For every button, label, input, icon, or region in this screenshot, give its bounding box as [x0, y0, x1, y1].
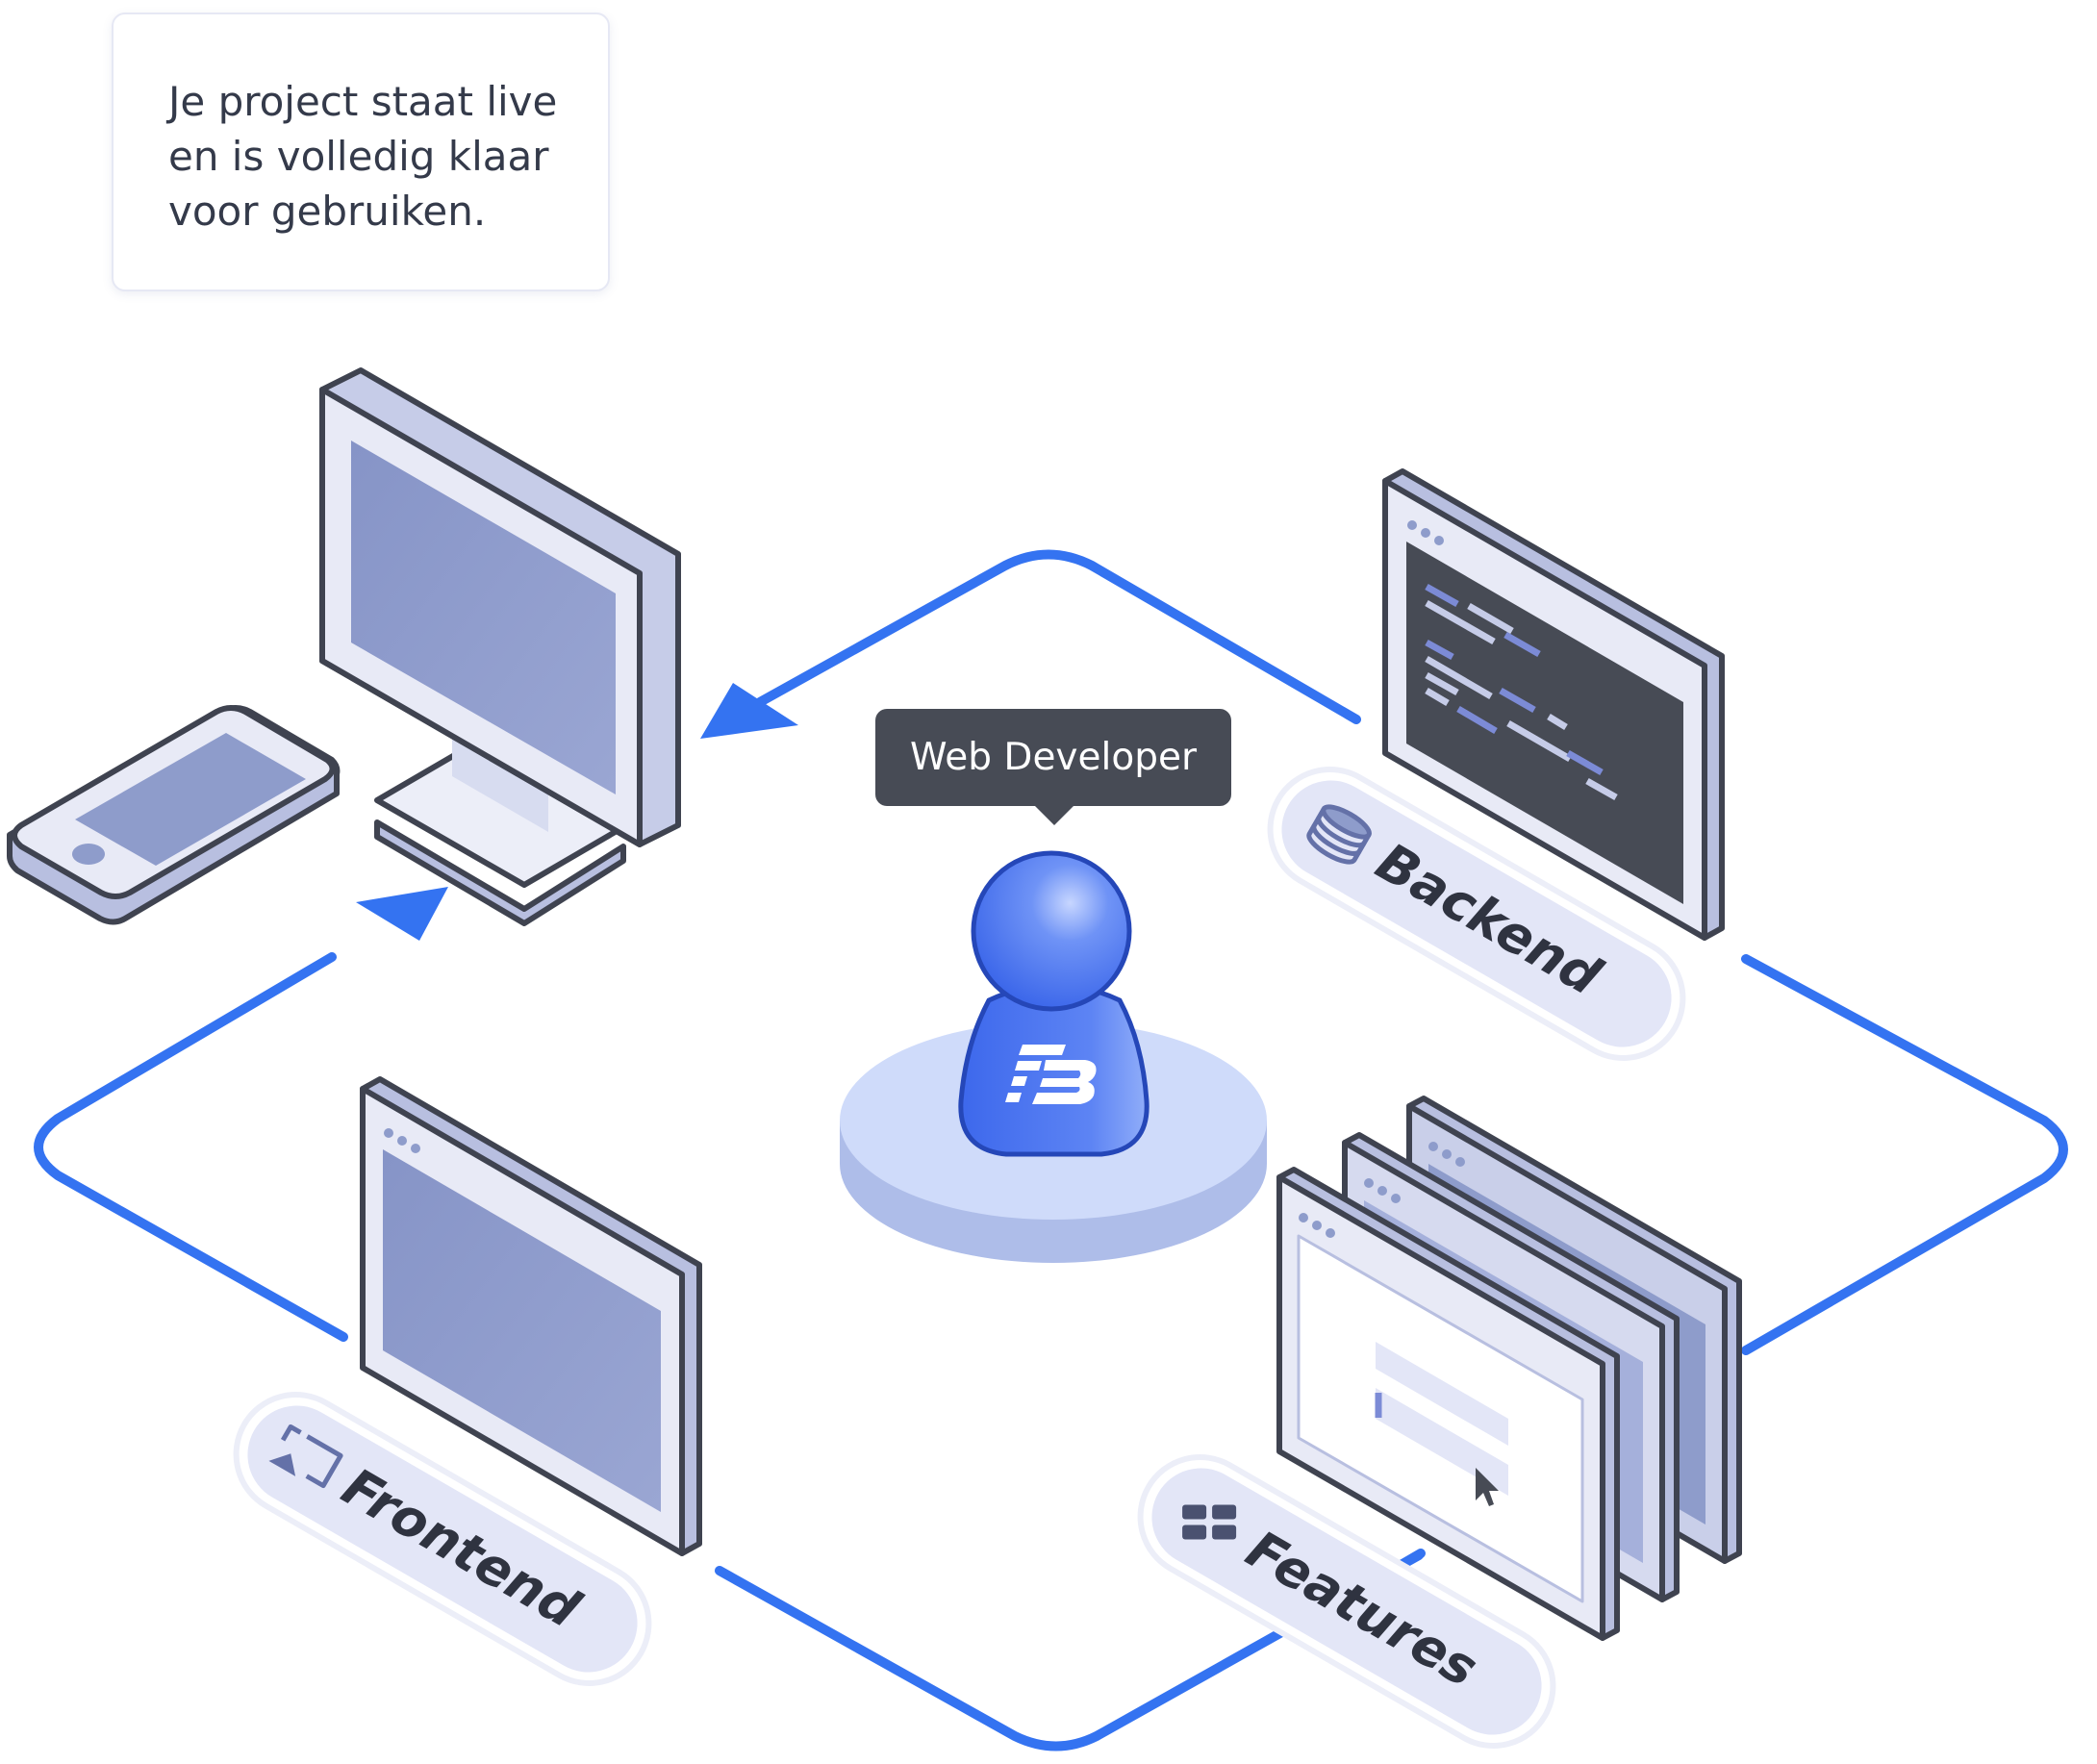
monitor-base-side: [374, 819, 626, 926]
flow-line-right: [1741, 954, 2068, 1355]
info-card: Je project staat live en is volledig kla…: [112, 13, 610, 291]
window-dots: [384, 1128, 420, 1153]
arrow-head-from-frontend: [356, 887, 448, 941]
form-field-1: [1376, 1342, 1508, 1446]
info-card-line: en is volledig klaar: [168, 133, 549, 180]
window-dots: [1407, 520, 1444, 545]
mouse-pointer-icon: [1476, 1468, 1499, 1506]
monitor-screen: [351, 441, 616, 794]
backend-window: [1382, 468, 1725, 941]
desktop-computer: [319, 367, 681, 926]
avatar-head: [971, 850, 1132, 1012]
feature-window-front: [1276, 1167, 1620, 1641]
grid-icon: [1182, 1504, 1237, 1540]
mobile-phone: [7, 705, 341, 925]
info-card-line: Je project staat live: [168, 78, 558, 125]
web-developer-avatar: [840, 850, 1267, 1263]
flow-line-bottom-right: [715, 1550, 1424, 1751]
fb-logo: [1005, 1045, 1097, 1104]
code-lines: [1425, 583, 1618, 801]
frontend-window: [360, 1076, 702, 1556]
phone-home-button: [72, 844, 105, 865]
flow-lines: [34, 549, 2068, 1751]
screen-cast-icon: [268, 1424, 343, 1489]
arrow-head-to-desktop: [700, 683, 798, 739]
database-icon: [1306, 804, 1372, 865]
frontend-screen: [383, 1149, 661, 1512]
info-card-line: voor gebruiken.: [168, 188, 487, 235]
tooltip-label: Web Developer: [909, 736, 1197, 779]
features-windows: [1276, 1096, 1742, 1641]
flow-line-top: [755, 549, 1361, 724]
phone-screen: [75, 733, 306, 866]
tooltip-tail: [1033, 804, 1075, 825]
form-field-2: [1376, 1388, 1508, 1496]
web-developer-tooltip: Web Developer: [875, 709, 1231, 806]
flow-line-left: [34, 952, 348, 1342]
